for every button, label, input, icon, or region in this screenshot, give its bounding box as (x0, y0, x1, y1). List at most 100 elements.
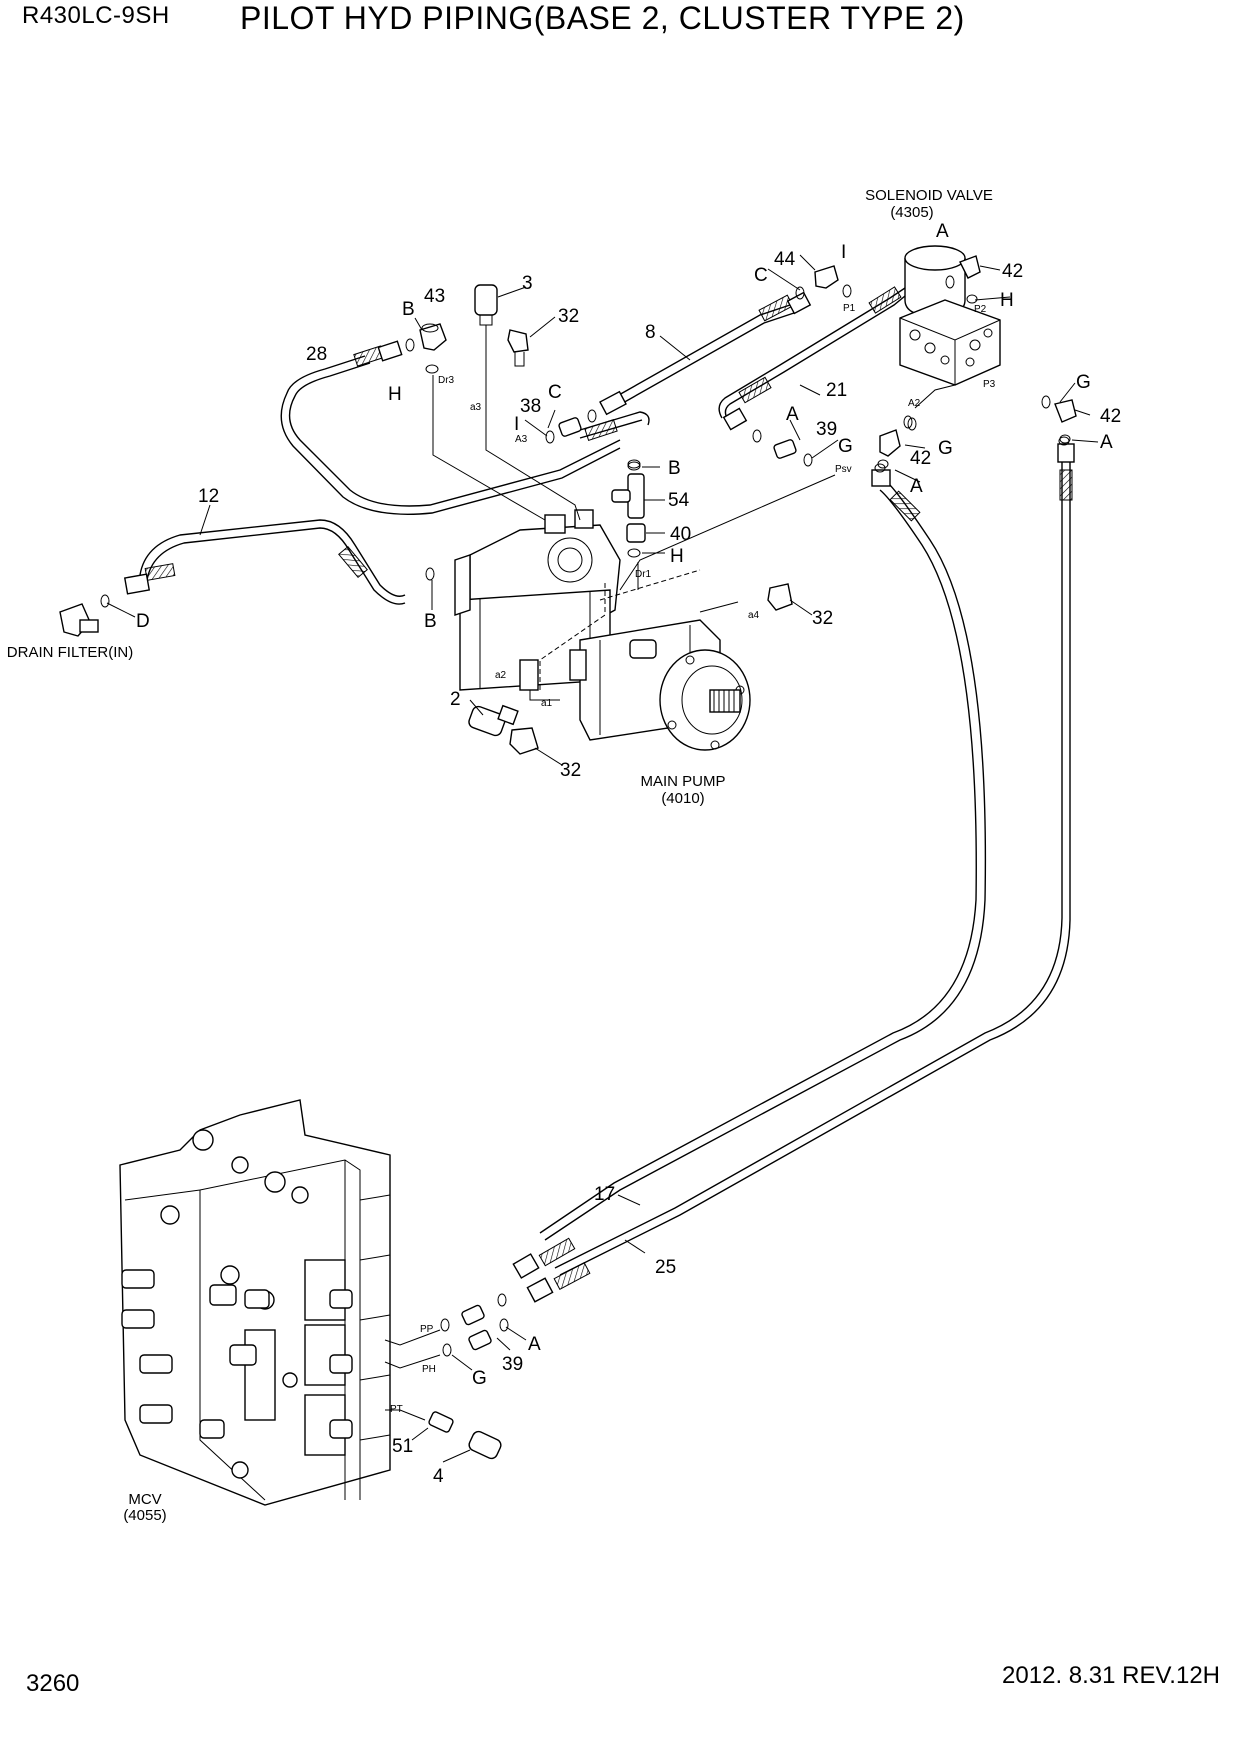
callout-g2: G (1076, 372, 1091, 393)
port-labels: P1 P2 P3 A2 Dr3 a3 A3 Psv Dr1 a4 a2 a1 P… (390, 303, 996, 1415)
callout-c2: C (548, 382, 562, 403)
callout-21: 21 (826, 380, 847, 401)
callout-42b: 42 (1100, 406, 1121, 427)
sensor-2 (468, 704, 519, 737)
callout-h: H (388, 384, 402, 405)
callout-c: C (754, 265, 768, 286)
hose-8 (599, 291, 812, 416)
drain-filter-caption: DRAIN FILTER(IN) (7, 644, 133, 661)
svg-text:a4: a4 (748, 610, 760, 621)
page-title: PILOT HYD PIPING(BASE 2, CLUSTER TYPE 2) (240, 0, 965, 36)
model-number: R430LC-9SH (22, 2, 170, 29)
callout-40: 40 (670, 524, 691, 545)
callout-42c: 42 (910, 448, 931, 469)
callout-a4: A (910, 476, 923, 497)
callout-g4: G (472, 1368, 487, 1389)
svg-text:Dr3: Dr3 (438, 375, 455, 386)
svg-text:(4055): (4055) (123, 1507, 166, 1524)
callout-38: 38 (520, 396, 541, 417)
callout-4: 4 (433, 1466, 444, 1487)
callout-32: 32 (558, 306, 579, 327)
svg-text:a3: a3 (470, 402, 482, 413)
callout-b2: B (668, 458, 681, 479)
svg-text:P2: P2 (974, 304, 987, 315)
mcv (119, 1099, 391, 1506)
fitting-32-right (767, 583, 793, 611)
hose-12 (123, 519, 406, 605)
callout-a: A (936, 221, 949, 242)
fitting-42-right (1041, 395, 1077, 444)
svg-text:Psv: Psv (835, 464, 852, 475)
sensor-4 (468, 1430, 502, 1460)
callout-b3: B (424, 611, 437, 632)
fitting-42-top (945, 255, 981, 304)
callout-39b: 39 (502, 1354, 523, 1375)
svg-text:Dr1: Dr1 (635, 569, 652, 580)
callout-25: 25 (655, 1257, 676, 1278)
svg-text:A3: A3 (515, 434, 528, 445)
fitting-32-top (507, 329, 529, 367)
callout-b: B (402, 299, 415, 320)
callout-g3: G (938, 438, 953, 459)
hose-pump-to-hose (579, 411, 650, 441)
svg-text:(4010): (4010) (661, 790, 704, 807)
fittings-39-mcv (440, 1293, 509, 1357)
callout-a5: A (528, 1334, 541, 1355)
fitting-42-mid (877, 415, 913, 469)
callout-51: 51 (392, 1436, 413, 1457)
main-pump-caption: MAIN PUMP (4010) (640, 773, 725, 807)
callout-i: I (841, 242, 846, 263)
tee-fitting-54 (611, 459, 645, 519)
drain-filter-fitting (59, 594, 110, 637)
page-number: 3260 (26, 1670, 80, 1697)
callout-3: 3 (522, 273, 533, 294)
fitting-51 (428, 1411, 454, 1433)
svg-text:SOLENOID VALVE: SOLENOID VALVE (865, 187, 993, 204)
hose-17 (512, 469, 987, 1279)
solenoid-valve (899, 245, 1001, 386)
callout-a3: A (1100, 432, 1113, 453)
mcv-caption: MCV (4055) (123, 1491, 166, 1524)
svg-text:A2: A2 (908, 398, 921, 409)
svg-text:DRAIN FILTER(IN): DRAIN FILTER(IN) (7, 644, 133, 661)
callout-32b: 32 (812, 608, 833, 629)
fitting-39-top (752, 429, 813, 467)
callout-12: 12 (198, 486, 219, 507)
svg-text:P3: P3 (983, 379, 996, 390)
callout-54: 54 (668, 490, 690, 511)
callout-43: 43 (424, 286, 445, 307)
callout-17: 17 (594, 1184, 615, 1205)
svg-text:a2: a2 (495, 670, 507, 681)
callout-d: D (136, 611, 150, 632)
callout-a2: A (786, 404, 799, 425)
svg-text:PH: PH (422, 1364, 436, 1375)
callout-h2: H (1000, 290, 1014, 311)
callout-32c: 32 (560, 760, 581, 781)
callout-h3: H (670, 546, 684, 567)
fitting-32-bottom (509, 727, 539, 755)
svg-text:a1: a1 (541, 698, 553, 709)
callout-i2: I (514, 414, 519, 435)
orings-misc (425, 364, 1070, 581)
svg-text:PP: PP (420, 1324, 434, 1335)
hose-28 (280, 340, 621, 515)
callout-g: G (838, 436, 853, 457)
callout-28: 28 (306, 344, 327, 365)
callout-39: 39 (816, 419, 837, 440)
fitting-38 (545, 409, 597, 444)
sensor-3 (474, 284, 498, 326)
callout-8: 8 (645, 322, 656, 343)
callout-2: 2 (450, 689, 461, 710)
svg-text:MAIN PUMP: MAIN PUMP (640, 773, 725, 790)
main-pump (454, 509, 751, 751)
leader-lines (106, 254, 1099, 1463)
svg-text:(4305): (4305) (890, 204, 933, 221)
svg-text:MCV: MCV (128, 1491, 161, 1508)
solenoid-valve-caption: SOLENOID VALVE (4305) (865, 187, 993, 221)
hose-21 (718, 286, 906, 431)
callout-42: 42 (1002, 261, 1023, 282)
hose-25 (526, 443, 1075, 1303)
revision-date: 2012. 8.31 REV.12H (1002, 1662, 1220, 1689)
fitting-44 (795, 265, 852, 300)
